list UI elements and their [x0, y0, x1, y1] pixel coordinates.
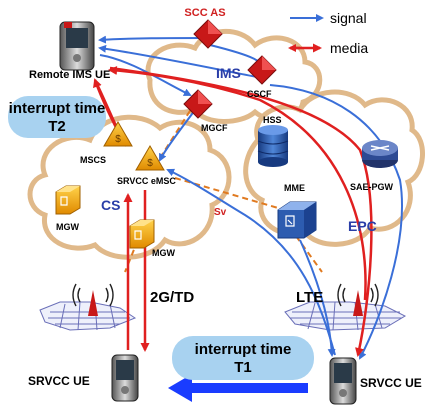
sae-pgw-label: SAE-PGW: [350, 182, 394, 192]
mscs-icon: $: [103, 121, 133, 147]
mme-icon: [277, 201, 317, 239]
sv-interface-label: Sv: [214, 207, 227, 218]
media-paths: [93, 65, 373, 357]
interrupt-t2-line1: interrupt time: [9, 100, 106, 117]
mscs-label: MSCS: [80, 155, 106, 165]
mme-label: MME: [284, 183, 305, 193]
svg-text:$: $: [147, 158, 153, 169]
access-lte-label: LTE: [296, 289, 323, 306]
access-2g-label: 2G/TD: [150, 289, 194, 306]
srvcc-ue-right-phone-icon: [329, 357, 357, 405]
ims-domain-label: IMS: [216, 65, 241, 81]
cell-grid-lte: [284, 301, 407, 331]
scc-as-label: SCC AS: [184, 7, 225, 19]
legend-media-label: media: [330, 40, 368, 56]
cscf-icon: [247, 55, 277, 85]
srvcc-emsc-label: SRVCC eMSC: [117, 176, 176, 186]
remote-ims-ue-label: Remote IMS UE: [29, 69, 110, 81]
mgcf-label: MGCF: [201, 123, 228, 133]
remote-ims-ue-phone-icon: [59, 21, 95, 71]
mgw-right-label: MGW: [152, 248, 175, 258]
srvcc-ue-right-label: SRVCC UE: [360, 376, 422, 390]
interrupt-t1-bubble: interrupt time T1: [172, 336, 314, 380]
cs-domain-label: CS: [101, 197, 120, 213]
srvcc-ue-left-phone-icon: [111, 354, 139, 402]
hss-label: HSS: [263, 115, 282, 125]
tower-lte-icon: [337, 283, 379, 316]
legend: signal media: [288, 10, 368, 56]
cscf-label: CSCF: [247, 89, 272, 99]
handover-arrow: [168, 374, 308, 402]
mgw-left-icon: [55, 185, 81, 215]
cell-grid-2g: [39, 301, 137, 331]
hss-icon: [257, 125, 289, 167]
scc-as-icon: [193, 19, 223, 49]
legend-signal-label: signal: [330, 10, 367, 26]
interrupt-t1-line2: T1: [234, 359, 252, 376]
srvcc-emsc-icon: $: [135, 145, 165, 171]
sae-pgw-icon: [362, 140, 398, 168]
svg-text:$: $: [115, 134, 121, 145]
mgw-left-label: MGW: [56, 222, 79, 232]
interrupt-t2-line2: T2: [48, 118, 66, 135]
tower-2g-icon: [72, 283, 114, 316]
srvcc-ue-left-label: SRVCC UE: [28, 374, 90, 388]
interrupt-t1-line1: interrupt time: [195, 341, 292, 358]
epc-domain-label: EPC: [348, 218, 377, 234]
mgcf-icon: [183, 89, 213, 119]
interrupt-t2-bubble: interrupt time T2: [8, 96, 106, 138]
mgw-right-icon: [129, 219, 155, 249]
